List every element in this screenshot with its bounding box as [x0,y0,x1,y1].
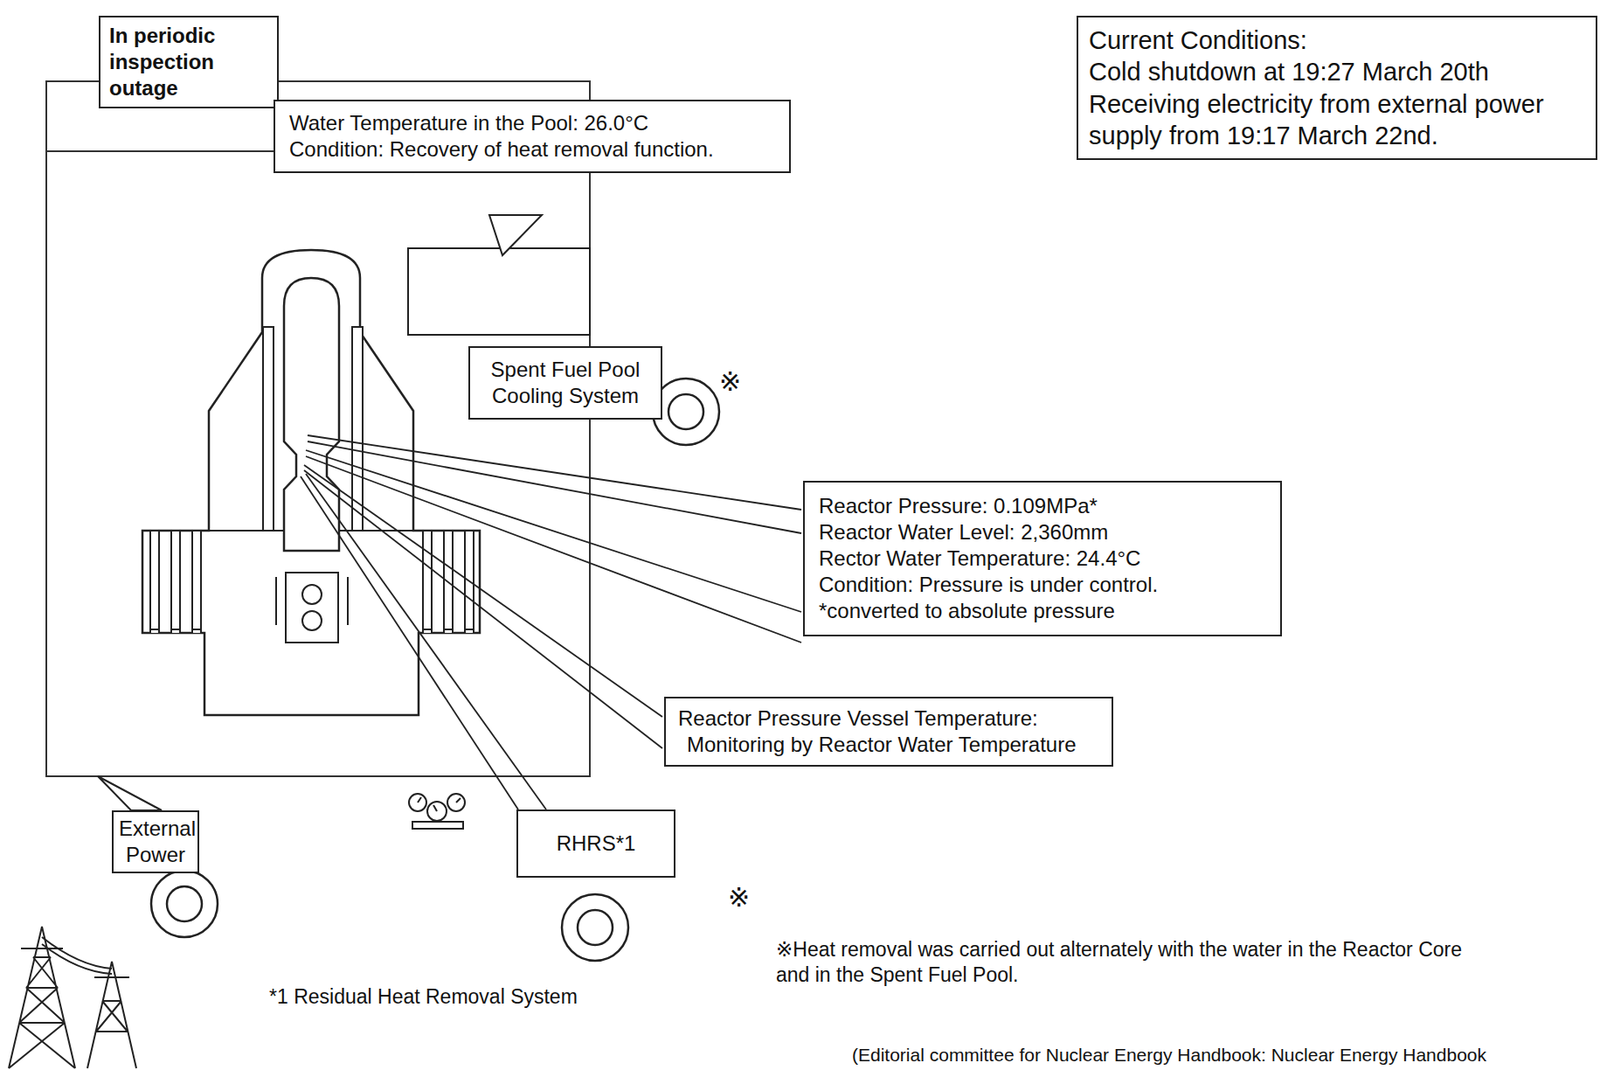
note-mark: ※ [719,365,742,399]
rhrs-box: RHRS*1 [516,809,676,878]
node-text: RHRS*1 [526,830,665,857]
citation: (Editorial committee for Nuclear Energy … [851,1043,1595,1067]
pool-callout: Water Temperature in the Pool: 26.0°CCon… [273,99,791,174]
node-text: In periodic inspection outage [109,22,269,102]
note-mark: ※ [727,880,750,915]
node-text: External Power [118,815,193,868]
node-text: Receiving electricity from external powe… [1088,88,1586,153]
node-text: Reactor Pressure: 0.109MPa* [818,492,1267,520]
footnote: *1 Residual Heat Removal System [269,983,672,1010]
node-text: Rector Water Temperature: 24.4°C [818,545,1267,572]
note: ※Heat removal was carried out alternatel… [775,936,1467,988]
conditions-box: Current Conditions:Cold shutdown at 19:2… [1076,15,1598,160]
power-callout: External Power [111,810,200,873]
cooling-system-box: Spent Fuel Pool Cooling System [468,346,663,420]
node-text: Spent Fuel Pool Cooling System [478,356,652,409]
vessel-temp-box: Reactor Pressure Vessel Temperature:Moni… [664,696,1114,767]
node-text: Reactor Pressure Vessel Temperature: [678,705,1100,732]
status-box: In periodic inspection outage [98,15,279,109]
node-text: Reactor Water Level: 2,360mm [818,519,1267,546]
node-text: Condition: Recovery of heat removal func… [289,136,776,163]
node-text: Water Temperature in the Pool: 26.0°C [289,110,776,137]
node-text: Cold shutdown at 19:27 March 20th [1088,55,1586,88]
node-text: Monitoring by Reactor Water Temperature [678,731,1100,758]
node-text: *converted to absolute pressure [818,597,1267,624]
reactor-data-box: Reactor Pressure: 0.109MPa*Reactor Water… [803,480,1282,637]
node-text: Condition: Pressure is under control. [818,571,1267,598]
node-text: Current Conditions: [1088,24,1586,56]
